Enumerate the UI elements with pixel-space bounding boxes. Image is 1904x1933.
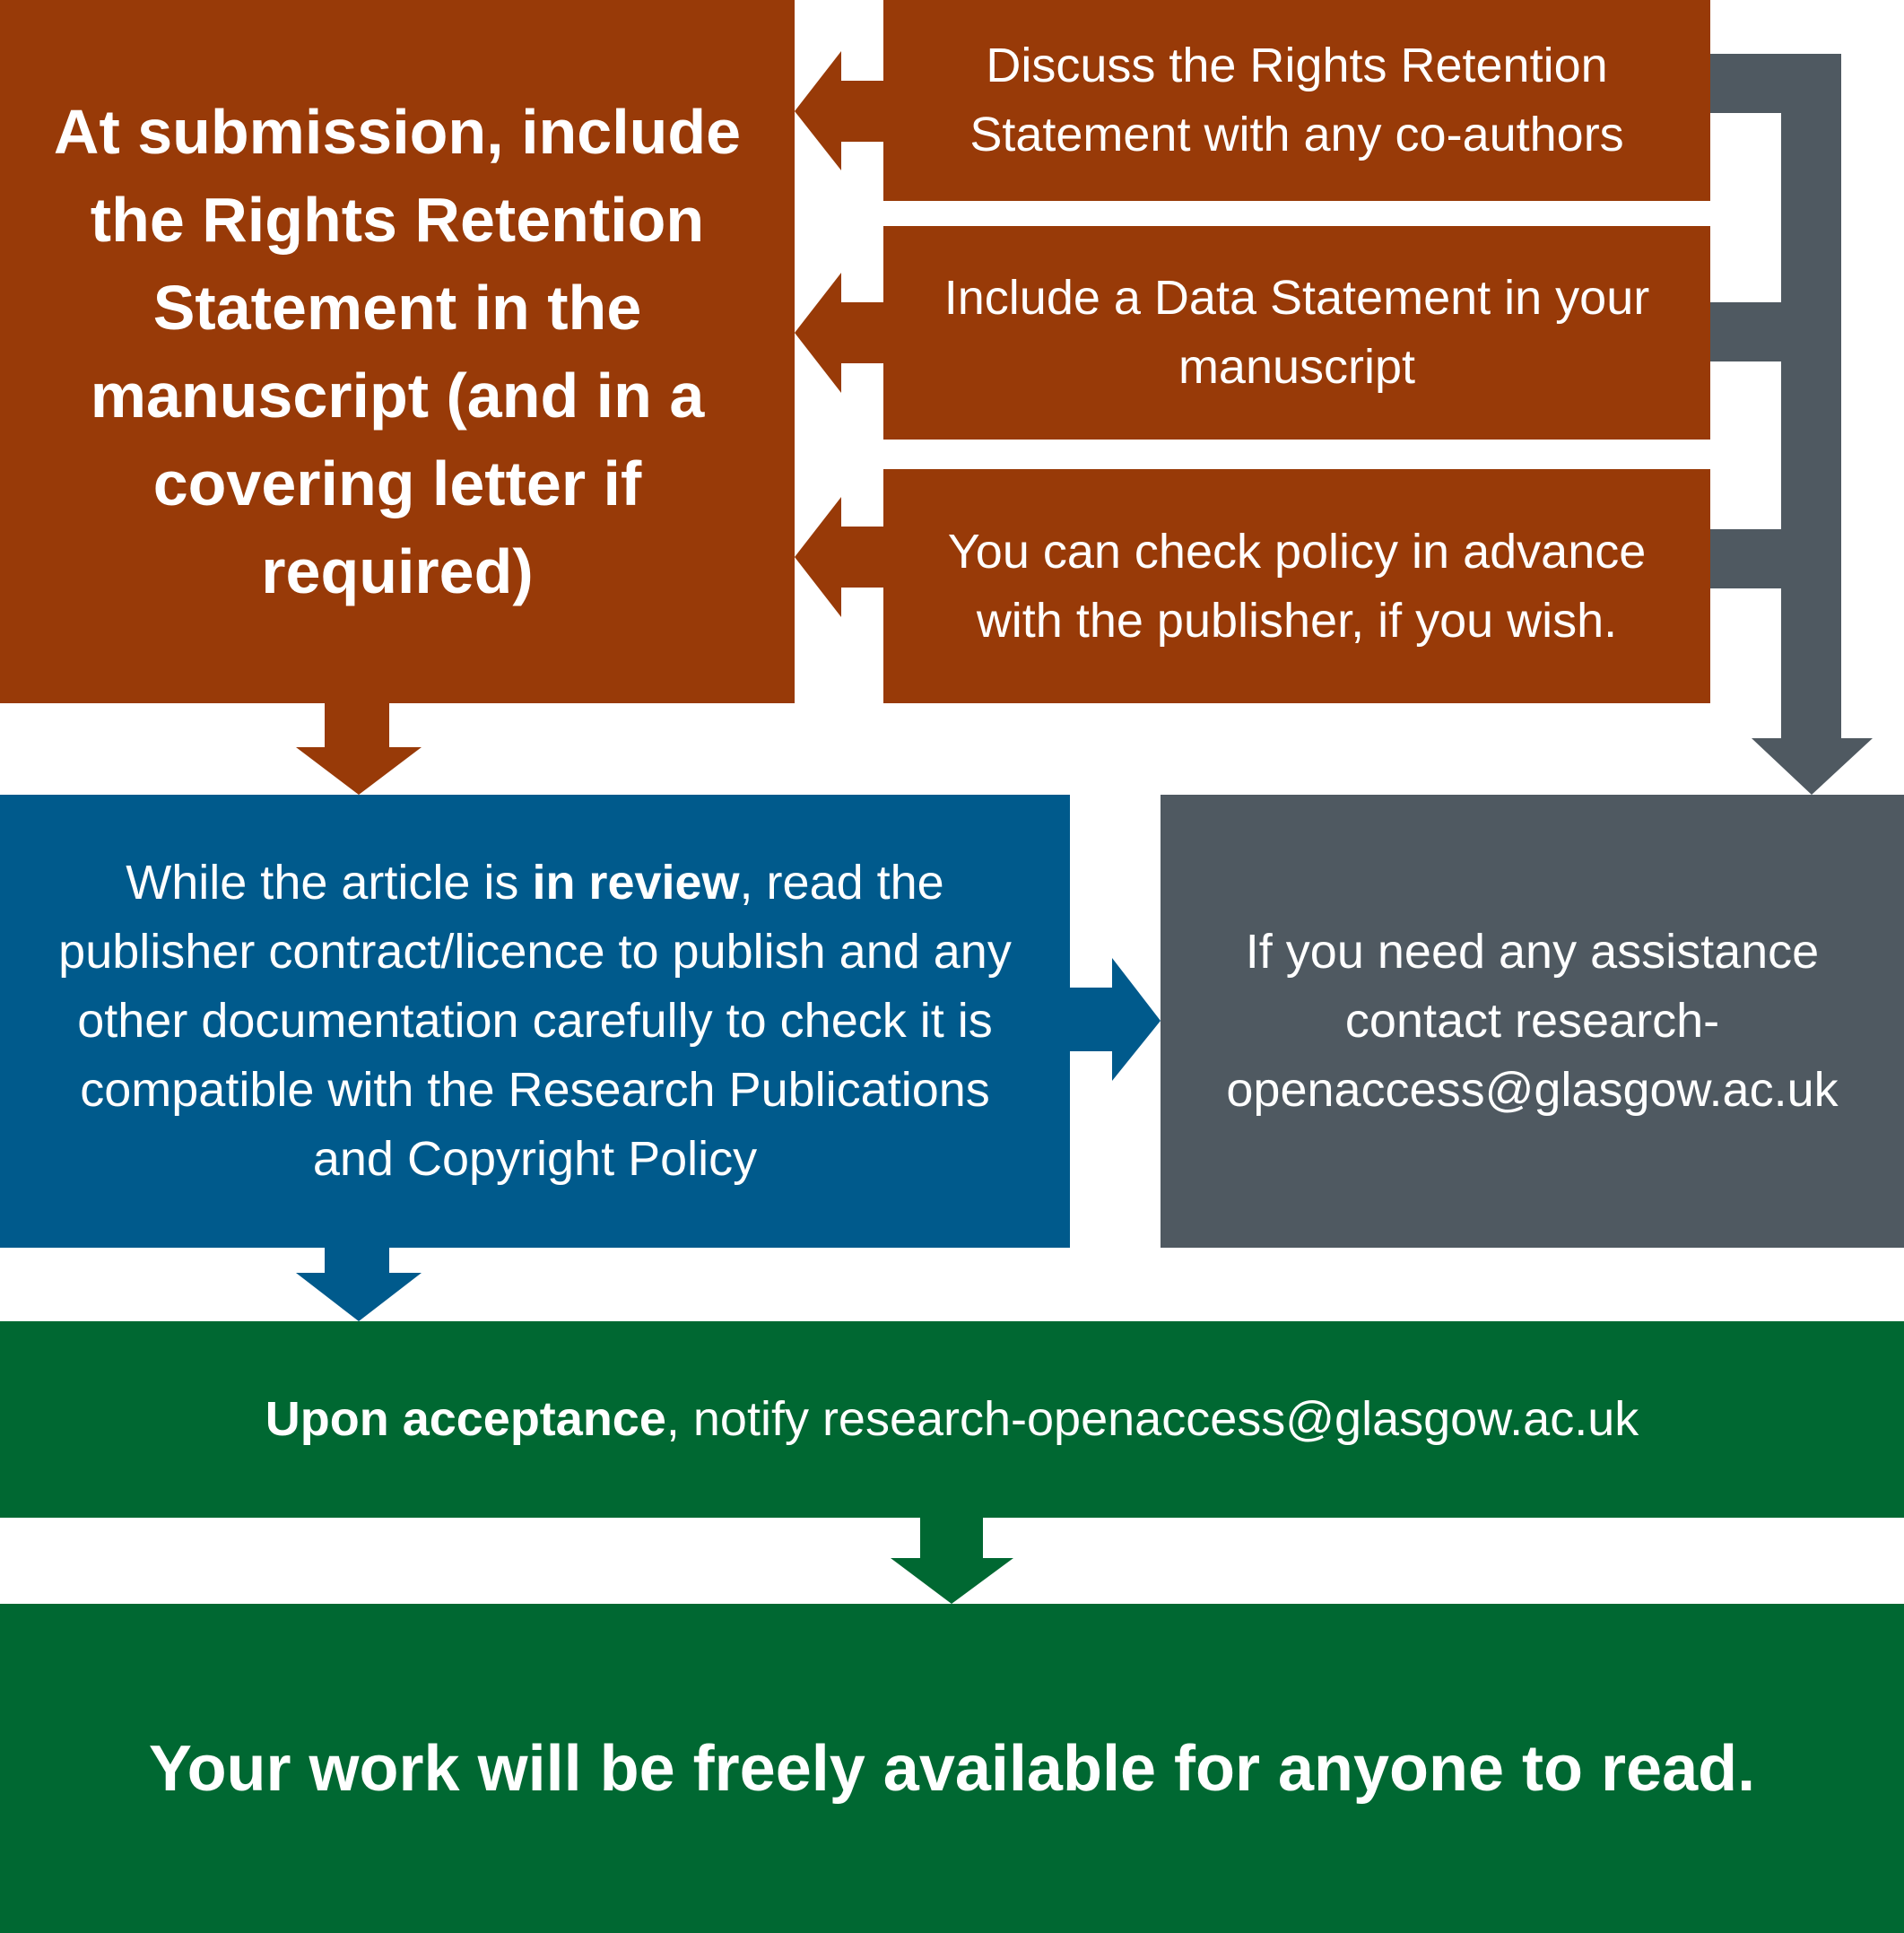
review-text-emphasis: in review [532,856,740,910]
submission-step-text: At submission, include the Rights Retent… [53,97,742,606]
result-step: Your work will be freely available for a… [0,1604,1904,1933]
acceptance-step: Upon acceptance, notify research-openacc… [0,1321,1904,1518]
arrow-review-to-acceptance [296,1248,422,1321]
arrow-policy-to-submission [795,497,883,617]
arrow-discuss-to-submission [795,51,883,170]
arrow-submission-to-review [296,703,422,795]
arrow-review-to-assistance [1070,958,1161,1081]
check-policy-step: You can check policy in advance with the… [883,469,1710,703]
acceptance-text-after: , notify research-openaccess@glasgow.ac.… [665,1392,1639,1446]
discuss-coauthors-step: Discuss the Rights Retention Statement w… [883,0,1710,201]
arrow-acceptance-to-result [891,1518,1013,1604]
assistance-step: If you need any assistance contact resea… [1161,795,1904,1248]
review-text-before: While the article is [126,856,533,910]
acceptance-emphasis: Upon acceptance [265,1392,666,1446]
result-text: Your work will be freely available for a… [148,1732,1756,1805]
assistance-text: If you need any assistance contact resea… [1226,925,1839,1117]
review-text-after: , read the publisher contract/licence to… [58,856,1012,1186]
data-statement-text: Include a Data Statement in your manuscr… [943,271,1650,394]
review-step: While the article is in review, read the… [0,795,1070,1248]
arrow-data-to-submission [795,273,883,393]
check-policy-text: You can check policy in advance with the… [947,524,1647,648]
discuss-coauthors-text: Discuss the Rights Retention Statement w… [969,39,1624,161]
data-statement-step: Include a Data Statement in your manuscr… [883,226,1710,440]
bracket-to-assistance [1710,54,1873,795]
bracket-branch-policy [1710,529,1782,588]
bracket-branch-data [1710,302,1782,361]
acceptance-text: Upon acceptance, notify research-openacc… [265,1385,1639,1454]
submission-step: At submission, include the Rights Retent… [0,0,795,703]
review-step-text: While the article is in review, read the… [36,849,1034,1194]
